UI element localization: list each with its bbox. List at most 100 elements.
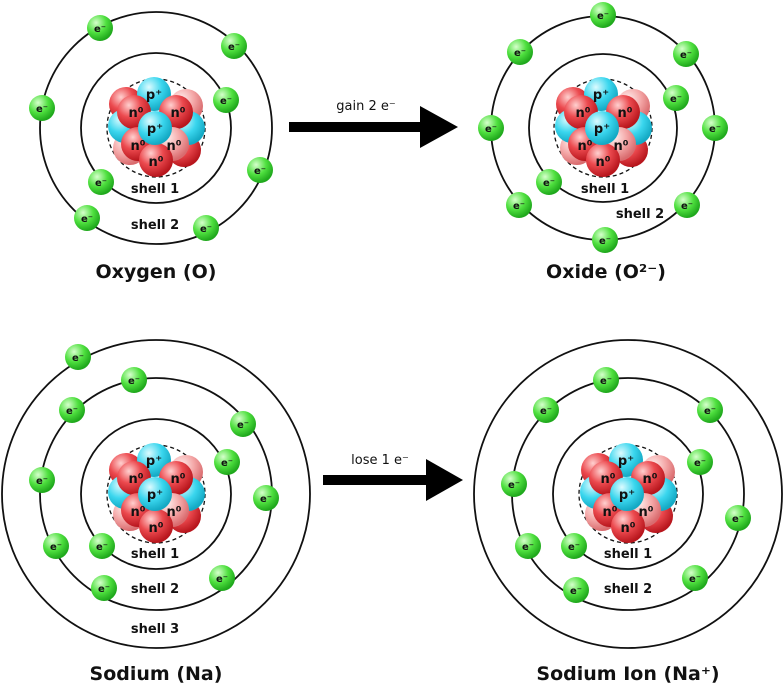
svg-text:e⁻: e⁻ (94, 24, 106, 35)
neutron-label: n⁰ (576, 106, 591, 121)
svg-text:e⁻: e⁻ (221, 458, 233, 469)
svg-text:e⁻: e⁻ (81, 214, 93, 225)
shell-1-orbit (80, 418, 232, 570)
neutron-label: n⁰ (171, 472, 186, 487)
svg-text:e⁻: e⁻ (508, 480, 520, 491)
atom-title: Oxygen (O) (96, 261, 217, 283)
svg-text:e⁻: e⁻ (680, 50, 692, 61)
electron: e⁻ (501, 471, 527, 497)
svg-text:e⁻: e⁻ (694, 458, 706, 469)
svg-text:e⁻: e⁻ (570, 586, 582, 597)
svg-text:e⁻: e⁻ (260, 494, 272, 505)
neutron-label: n⁰ (129, 472, 144, 487)
electron: e⁻ (506, 192, 532, 218)
neutron-label: n⁰ (149, 155, 164, 170)
transition-arrow-lose: lose 1 e⁻ (323, 453, 463, 501)
electrons: e⁻ e⁻ e⁻ e⁻ e⁻ e⁻ e⁻ e⁻ e⁻ e⁻ e⁻ (29, 344, 279, 601)
svg-text:e⁻: e⁻ (228, 42, 240, 53)
proton-label: p⁺ (619, 488, 635, 503)
electron: e⁻ (89, 533, 115, 559)
electron: e⁻ (65, 344, 91, 370)
svg-text:e⁻: e⁻ (50, 542, 62, 553)
neutron (611, 509, 645, 543)
svg-text:e⁻: e⁻ (36, 104, 48, 115)
svg-text:e⁻: e⁻ (254, 166, 266, 177)
arrow-label: lose 1 e⁻ (351, 453, 409, 468)
svg-text:e⁻: e⁻ (66, 406, 78, 417)
svg-text:e⁻: e⁻ (568, 542, 580, 553)
nucleus: p⁺ n⁰ n⁰ p⁺ n⁰ n⁰ n⁰ (108, 443, 205, 543)
atom-sodium: p⁺ n⁰ n⁰ p⁺ n⁰ n⁰ n⁰ e⁻ e⁻ e⁻ e⁻ e⁻ e⁻ e… (1, 339, 311, 685)
neutron-label: n⁰ (131, 139, 146, 154)
electron: e⁻ (702, 115, 728, 141)
electron: e⁻ (209, 565, 235, 591)
proton-label: p⁺ (593, 88, 609, 103)
shell-2-label: shell 2 (604, 582, 652, 597)
atom-oxide: p⁺ n⁰ n⁰ p⁺ n⁰ n⁰ n⁰ e⁻ e⁻ e⁻ e⁻ e⁻ e⁻ e… (478, 2, 728, 283)
neutron-label: n⁰ (618, 106, 633, 121)
proton-label: p⁺ (146, 454, 162, 469)
svg-text:e⁻: e⁻ (704, 406, 716, 417)
svg-text:e⁻: e⁻ (485, 124, 497, 135)
shell-3-orbit (1, 339, 311, 649)
shell-2-orbit (39, 11, 273, 245)
proton (610, 477, 644, 511)
svg-text:e⁻: e⁻ (128, 376, 140, 387)
electron: e⁻ (536, 169, 562, 195)
proton (138, 477, 172, 511)
nucleus: p⁺ n⁰ n⁰ p⁺ n⁰ n⁰ n⁰ (108, 77, 205, 177)
electron: e⁻ (193, 215, 219, 241)
electron: e⁻ (88, 169, 114, 195)
transition-arrow-gain: gain 2 e⁻ (289, 99, 458, 148)
electrons: e⁻ e⁻ e⁻ e⁻ e⁻ e⁻ e⁻ e⁻ e⁻ e⁻ (501, 367, 751, 603)
electron: e⁻ (507, 39, 533, 65)
svg-text:e⁻: e⁻ (72, 353, 84, 364)
neutron (139, 143, 173, 177)
nucleus: p⁺ n⁰ n⁰ p⁺ n⁰ n⁰ n⁰ (580, 443, 677, 543)
svg-text:e⁻: e⁻ (600, 376, 612, 387)
proton-label: p⁺ (594, 122, 610, 137)
electron: e⁻ (213, 87, 239, 113)
svg-text:e⁻: e⁻ (681, 201, 693, 212)
electron: e⁻ (230, 411, 256, 437)
svg-text:e⁻: e⁻ (670, 94, 682, 105)
electron: e⁻ (478, 115, 504, 141)
electron: e⁻ (91, 575, 117, 601)
svg-text:e⁻: e⁻ (540, 406, 552, 417)
electron: e⁻ (214, 449, 240, 475)
neutron-label: n⁰ (167, 505, 182, 520)
neutron-label: n⁰ (601, 472, 616, 487)
svg-text:e⁻: e⁻ (96, 542, 108, 553)
neutron-label: n⁰ (614, 139, 629, 154)
svg-text:e⁻: e⁻ (200, 224, 212, 235)
neutron-label: n⁰ (171, 106, 186, 121)
neutron (139, 509, 173, 543)
atom-title: Oxide (O²⁻) (546, 261, 666, 283)
electron: e⁻ (74, 205, 100, 231)
electron: e⁻ (590, 2, 616, 28)
svg-text:e⁻: e⁻ (709, 124, 721, 135)
proton (585, 111, 619, 145)
proton-label: p⁺ (147, 122, 163, 137)
electron: e⁻ (593, 367, 619, 393)
svg-text:e⁻: e⁻ (522, 542, 534, 553)
electron: e⁻ (673, 41, 699, 67)
electron: e⁻ (682, 565, 708, 591)
shell-1-orbit (80, 52, 232, 204)
electron: e⁻ (247, 157, 273, 183)
svg-text:e⁻: e⁻ (732, 514, 744, 525)
electron: e⁻ (221, 33, 247, 59)
neutron-label: n⁰ (596, 155, 611, 170)
svg-text:e⁻: e⁻ (597, 11, 609, 22)
electron: e⁻ (563, 577, 589, 603)
shell-1-label: shell 1 (131, 182, 179, 197)
atom-title: Sodium Ion (Na⁺) (536, 663, 719, 685)
electrons: e⁻ e⁻ e⁻ e⁻ e⁻ e⁻ e⁻ e⁻ (29, 15, 273, 241)
shell-1-label: shell 1 (604, 547, 652, 562)
shell-2-label: shell 2 (131, 218, 179, 233)
svg-text:e⁻: e⁻ (95, 178, 107, 189)
proton-label: p⁺ (146, 88, 162, 103)
neutron (586, 143, 620, 177)
shell-3-label: shell 3 (131, 622, 179, 637)
